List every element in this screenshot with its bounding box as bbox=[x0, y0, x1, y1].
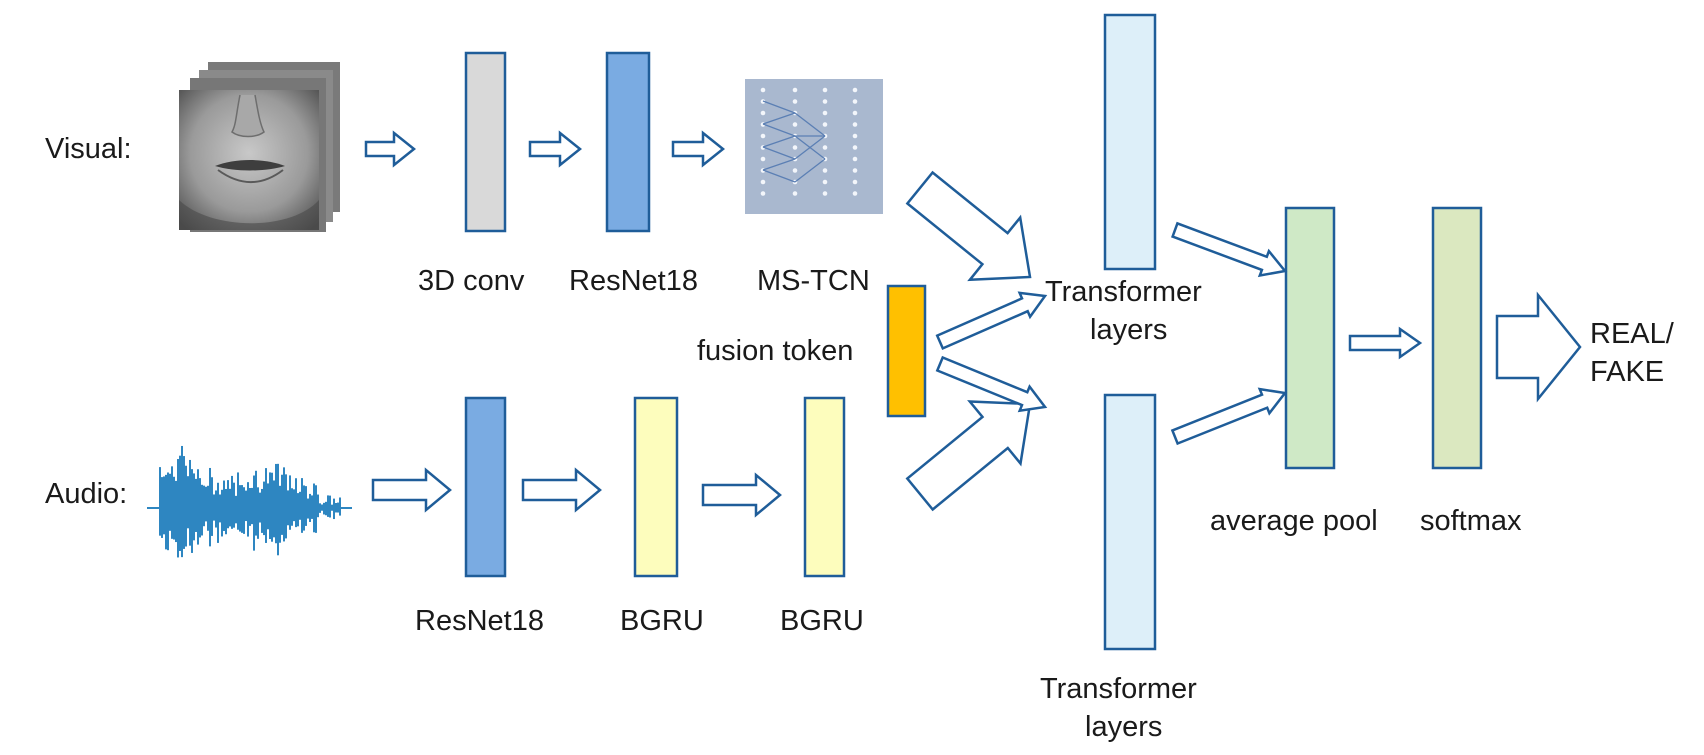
bgru-block-2 bbox=[803, 396, 846, 578]
transformer-bottom-block bbox=[1103, 393, 1157, 651]
ms-tcn-node bbox=[792, 168, 798, 173]
arrow-resnet-to-bgru bbox=[521, 467, 602, 513]
arrow-softmax-to-output bbox=[1495, 291, 1582, 403]
ms-tcn-node bbox=[852, 122, 858, 127]
ms-tcn-node bbox=[792, 122, 798, 127]
output-label-line2: FAKE bbox=[1590, 356, 1664, 388]
bgru-label-1: BGRU bbox=[620, 605, 704, 637]
ms-tcn-connection bbox=[762, 112, 796, 125]
audio-resnet18-block bbox=[464, 396, 507, 578]
ms-tcn-node bbox=[852, 110, 858, 116]
ms-tcn-node bbox=[822, 168, 828, 173]
face-chin-shadow bbox=[179, 200, 319, 230]
transformer-top-label-line1: Transformer bbox=[1045, 276, 1202, 308]
ms-tcn-block bbox=[745, 79, 883, 214]
ms-tcn-node bbox=[822, 87, 828, 93]
visual-row-label: Visual: bbox=[45, 133, 132, 165]
transformer-top-block bbox=[1103, 13, 1157, 271]
face-lower-lip bbox=[217, 169, 284, 183]
visual-resnet18-block bbox=[605, 51, 651, 233]
softmax-block bbox=[1431, 206, 1483, 470]
ms-tcn-nodes bbox=[760, 87, 858, 196]
arrow-audio-to-transformer-bottom bbox=[905, 400, 1032, 512]
face-nose bbox=[231, 94, 265, 138]
transformer-top-label-line2: layers bbox=[1090, 314, 1167, 346]
arrow-transformer-top-to-pool bbox=[1171, 221, 1288, 278]
arrow-mstcn-to-transformer-top bbox=[905, 170, 1032, 282]
ms-tcn-connection bbox=[762, 169, 796, 183]
average-pool-block bbox=[1284, 206, 1336, 470]
ms-tcn-node bbox=[822, 122, 828, 127]
arrow-wave-to-resnet bbox=[371, 467, 452, 513]
audio-row-label: Audio: bbox=[45, 478, 127, 510]
ms-tcn-node bbox=[852, 168, 858, 173]
ms-tcn-node bbox=[822, 191, 828, 196]
ms-tcn-node bbox=[760, 87, 766, 93]
face-image-stack bbox=[179, 62, 340, 232]
ms-tcn-connection bbox=[794, 135, 826, 160]
arrow-fusion-to-transformer-bottom bbox=[935, 355, 1048, 413]
ms-tcn-connection bbox=[762, 146, 796, 160]
ms-tcn-node bbox=[822, 110, 828, 116]
visual-resnet18-label: ResNet18 bbox=[569, 265, 698, 297]
average-pool-label: average pool bbox=[1210, 505, 1378, 537]
arrow-resnet-to-mstcn bbox=[671, 130, 726, 168]
ms-tcn-connection bbox=[762, 158, 796, 171]
ms-tcn-node bbox=[852, 179, 858, 185]
ms-tcn-node bbox=[760, 191, 766, 196]
ms-tcn-node bbox=[852, 99, 858, 104]
flow-arrows bbox=[364, 130, 1582, 518]
3d-conv-block bbox=[464, 51, 507, 233]
arrow-face-to-3dconv bbox=[364, 130, 417, 168]
ms-tcn-connection bbox=[762, 100, 796, 114]
ms-tcn-node bbox=[760, 156, 766, 162]
transformer-bottom-label-line1: Transformer bbox=[1040, 673, 1197, 705]
ms-tcn-node bbox=[852, 156, 858, 162]
ms-tcn-connection bbox=[794, 112, 826, 137]
arrow-3dconv-to-resnet bbox=[528, 130, 583, 168]
ms-tcn-node bbox=[822, 145, 828, 150]
fusion-token-block bbox=[886, 284, 927, 418]
ms-tcn-node bbox=[822, 179, 828, 185]
ms-tcn-node bbox=[852, 87, 858, 93]
bgru-block-1 bbox=[633, 396, 679, 578]
face-mouth bbox=[215, 160, 285, 171]
ms-tcn-node bbox=[792, 145, 798, 150]
ms-tcn-node bbox=[852, 191, 858, 196]
ms-tcn-node bbox=[852, 133, 858, 139]
output-label-line1: REAL/ bbox=[1590, 318, 1675, 350]
ms-tcn-node bbox=[760, 179, 766, 185]
ms-tcn-node bbox=[792, 191, 798, 196]
3d-conv-label: 3D conv bbox=[418, 265, 525, 297]
ms-tcn-label: MS-TCN bbox=[757, 265, 870, 297]
transformer-bottom-label-line2: layers bbox=[1085, 711, 1162, 743]
ms-tcn-node bbox=[822, 99, 828, 104]
softmax-label: softmax bbox=[1420, 505, 1522, 537]
ms-tcn-connection bbox=[762, 135, 796, 148]
fusion-token-label: fusion token bbox=[697, 335, 853, 367]
bgru-label-2: BGRU bbox=[780, 605, 864, 637]
arrow-fusion-to-transformer-top bbox=[935, 291, 1048, 351]
ms-tcn-node bbox=[792, 99, 798, 104]
arrow-pool-to-softmax bbox=[1348, 326, 1423, 360]
arrow-transformer-bottom-to-pool bbox=[1170, 387, 1288, 446]
ms-tcn-image bbox=[745, 79, 883, 214]
ms-tcn-node bbox=[760, 133, 766, 139]
arrow-bgru-to-bgru bbox=[701, 472, 782, 518]
ms-tcn-connection bbox=[762, 123, 796, 137]
audio-waveform bbox=[147, 445, 352, 558]
ms-tcn-node bbox=[792, 87, 798, 93]
ms-tcn-node bbox=[760, 110, 766, 116]
ms-tcn-connection bbox=[794, 158, 826, 183]
audio-resnet18-label: ResNet18 bbox=[415, 605, 544, 637]
ms-tcn-node bbox=[852, 145, 858, 150]
